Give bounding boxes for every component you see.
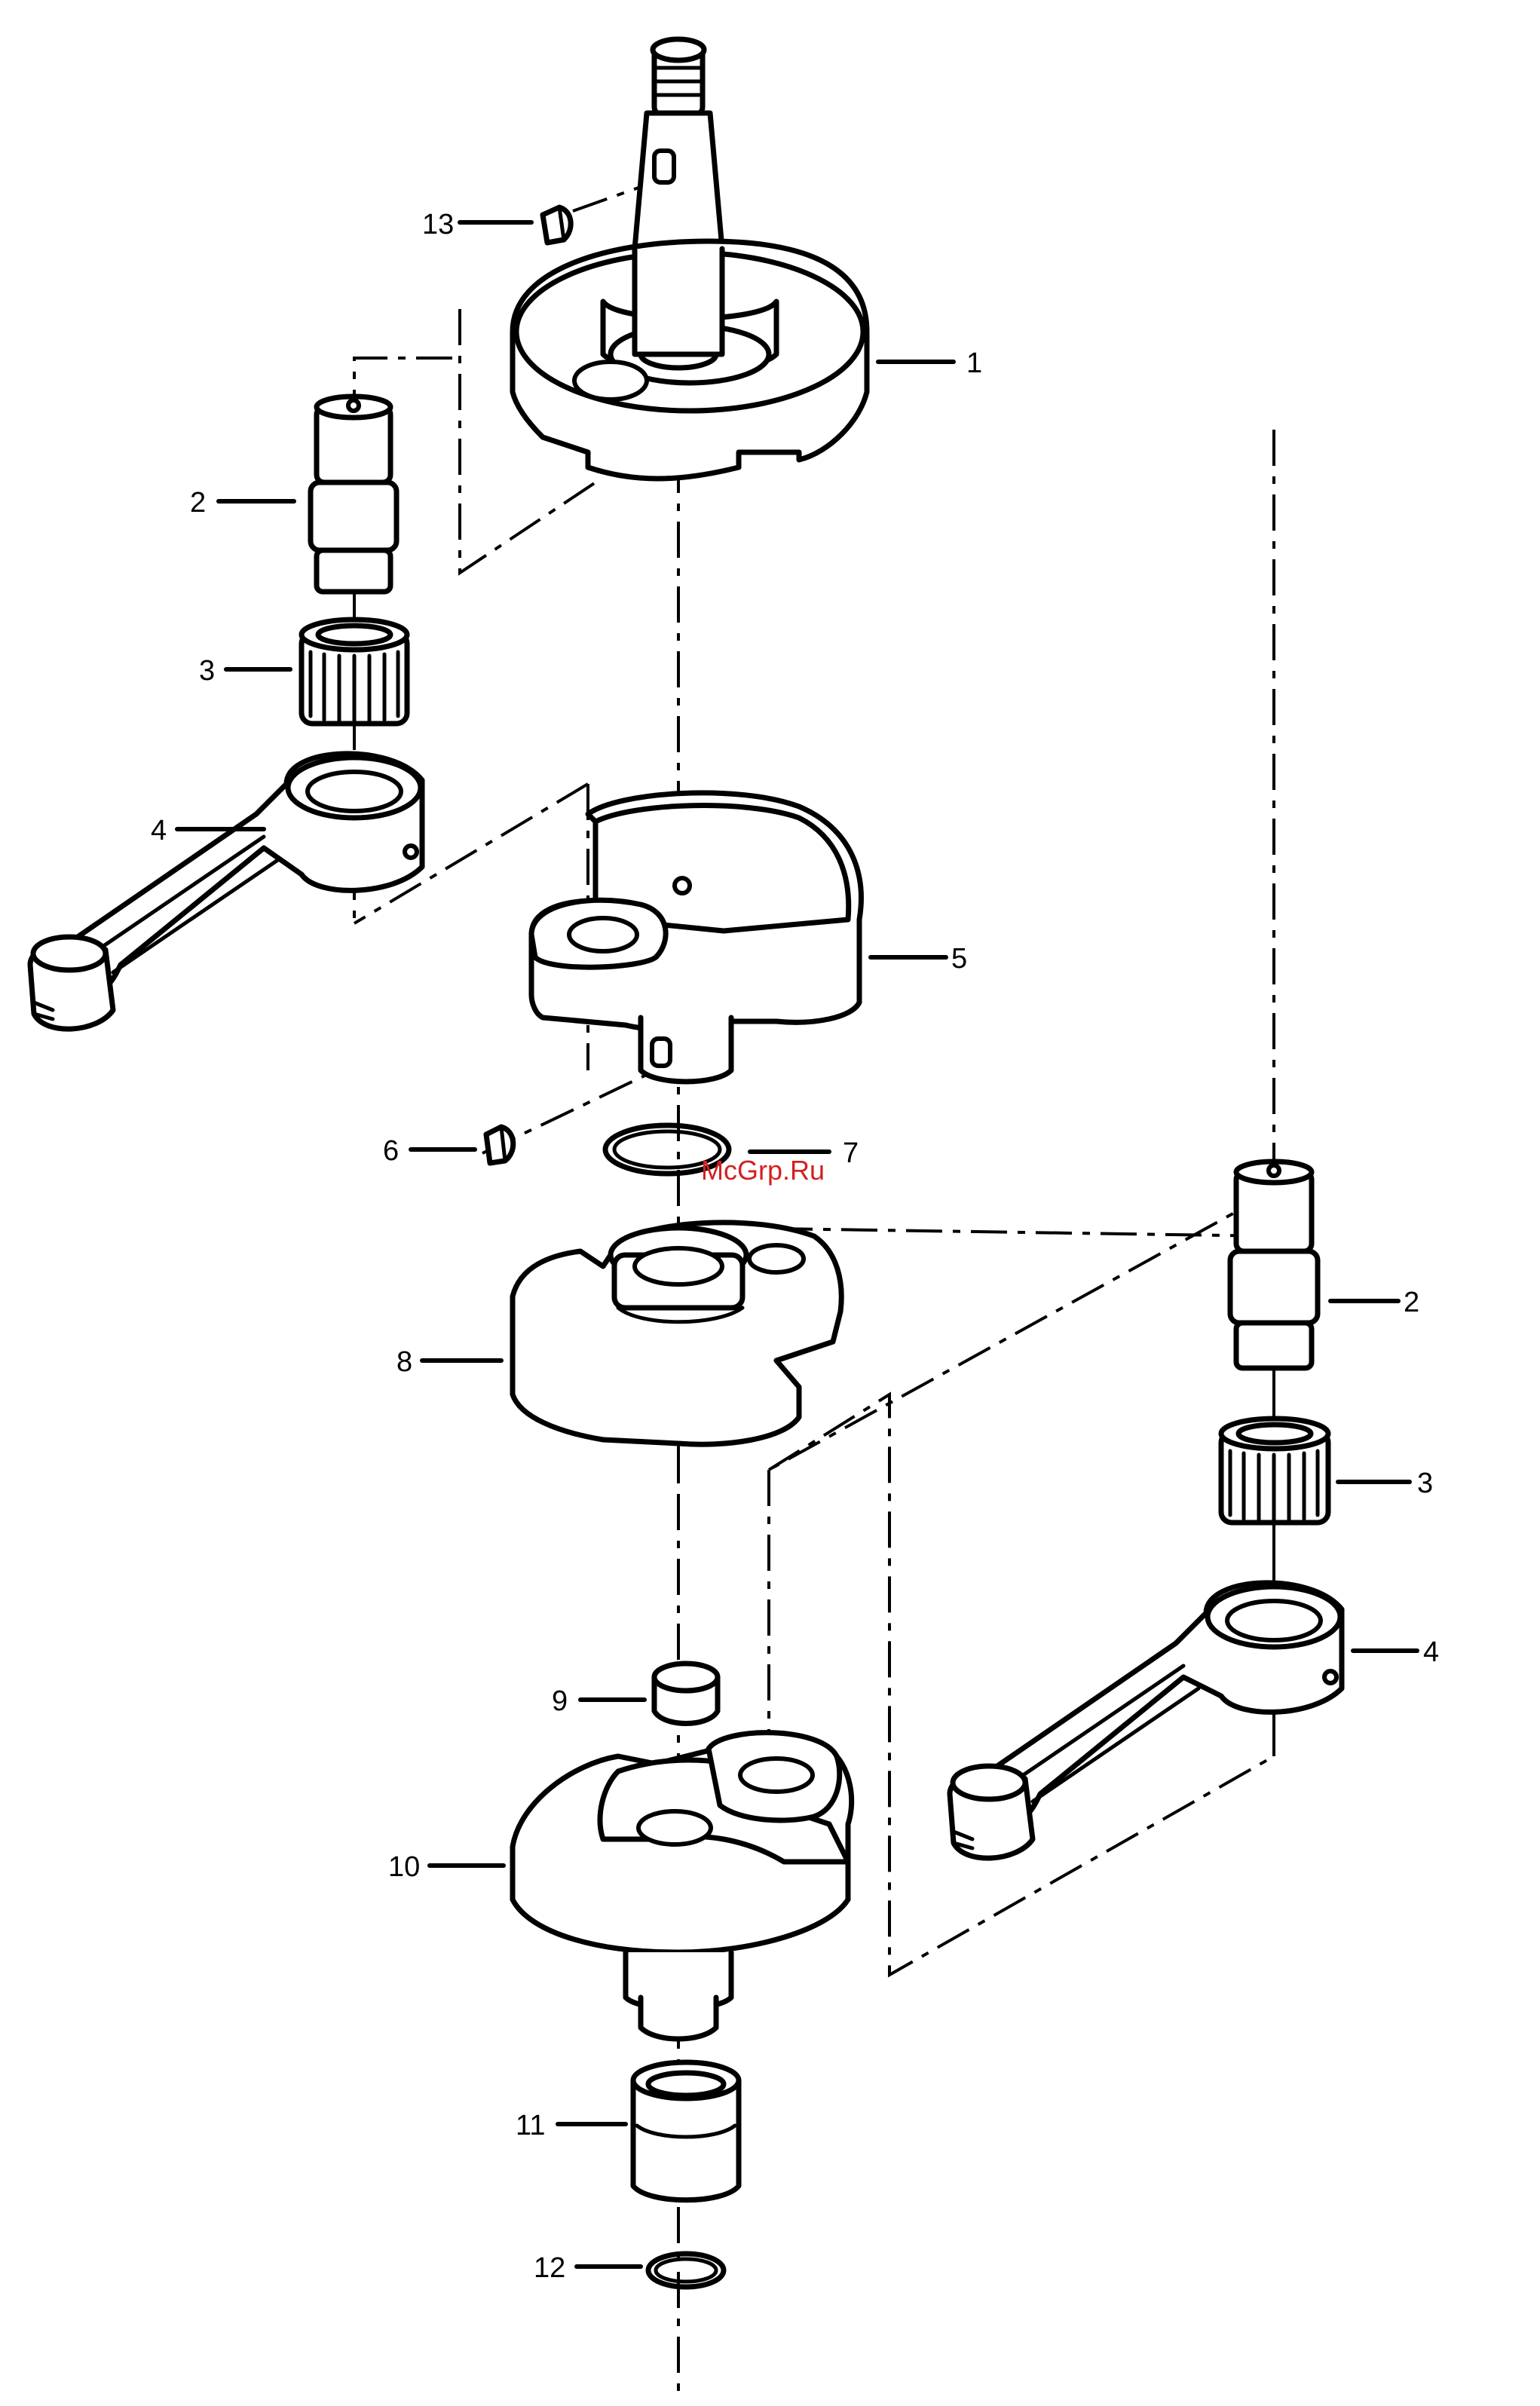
part-4-connecting-rod-lower xyxy=(950,1583,1342,1858)
part-11-bushing xyxy=(633,2062,739,2200)
callout-2-lower: 2 xyxy=(1404,1287,1419,1318)
callout-3-upper: 3 xyxy=(199,655,215,687)
part-12-ring xyxy=(648,2254,724,2287)
callout-9: 9 xyxy=(552,1685,568,1717)
callout-3-lower: 3 xyxy=(1417,1468,1433,1499)
callout-7: 7 xyxy=(843,1137,859,1169)
part-3-needle-bearing-lower xyxy=(1221,1419,1328,1523)
part-8-middle-crank-web xyxy=(513,1223,841,1444)
part-10-lower-crank-web xyxy=(513,1733,852,2039)
part-3-needle-bearing-upper xyxy=(302,620,407,724)
callout-11: 11 xyxy=(516,2110,545,2141)
callout-2-upper: 2 xyxy=(190,487,206,519)
callout-13: 13 xyxy=(422,209,454,240)
part-6-key-center xyxy=(486,1127,513,1163)
callout-12: 12 xyxy=(534,2252,565,2284)
part-2-crank-pin-upper xyxy=(311,396,396,592)
part-4-connecting-rod-upper xyxy=(30,754,422,1029)
watermark-text: McGrp.Ru xyxy=(701,1155,825,1186)
part-5-center-crank-web xyxy=(531,793,861,1082)
part-9-plug xyxy=(654,1664,718,1724)
part-2-crank-pin-lower xyxy=(1230,1162,1318,1368)
callout-4-lower: 4 xyxy=(1423,1636,1439,1668)
callout-1: 1 xyxy=(966,347,982,379)
part-13-key-top xyxy=(543,207,571,243)
part-1-upper-crankshaft xyxy=(513,39,867,479)
callout-4-upper: 4 xyxy=(151,815,167,846)
callout-6: 6 xyxy=(383,1135,399,1167)
callout-5: 5 xyxy=(951,943,967,975)
callout-8: 8 xyxy=(396,1346,412,1378)
callout-10: 10 xyxy=(388,1851,420,1883)
